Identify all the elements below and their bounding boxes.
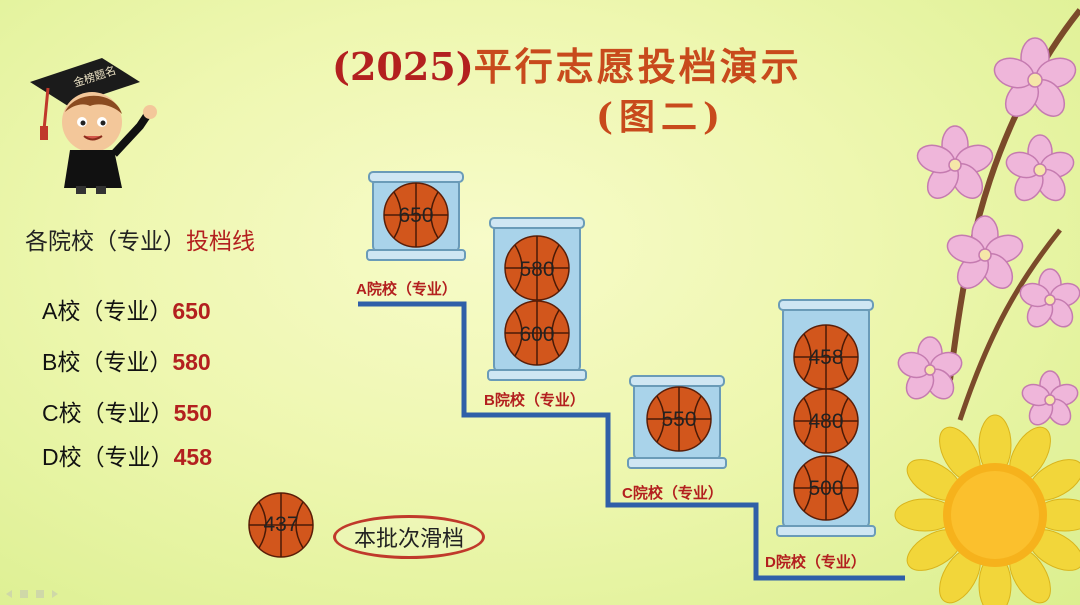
jar-label-b: B院校（专业） [484, 392, 585, 409]
graduate-mascot-icon: 金榜题名 [30, 58, 157, 194]
blossom-icon [1019, 268, 1080, 328]
cutoff-row-b: B校（专业）580 [42, 343, 211, 377]
ball-score: 580 [519, 258, 555, 281]
basketball-icon [646, 386, 712, 452]
blossom-icon [1005, 134, 1075, 202]
page-title: (2025)平行志愿投档演示 [332, 36, 892, 89]
basketball-icon [504, 235, 570, 301]
basketball-icon [793, 388, 859, 454]
ball-score: 600 [519, 323, 555, 346]
title-text: 平行志愿投档演示 [473, 44, 802, 89]
blossom-icon [897, 336, 963, 400]
cherry-blossom-icons [897, 37, 1080, 426]
cutoff-heading: 各院校（专业）投档线 [25, 222, 255, 256]
slide-nav-icons [6, 590, 58, 598]
jar-label-a: A院校（专业） [356, 281, 457, 298]
ball-score: 550 [661, 408, 697, 431]
slide-off-label: 本批次滑档 [333, 515, 485, 559]
title-year: (2025) [332, 44, 474, 89]
cutoff-row-d: D校（专业）458 [42, 438, 212, 472]
jar-label-d: D院校（专业） [765, 554, 866, 571]
basketball-icon [248, 492, 314, 558]
cutoff-score: 550 [173, 400, 212, 426]
cutoff-name: D校（专业） [42, 444, 174, 470]
blossom-icon [1021, 370, 1079, 426]
current-score: 437 [263, 513, 299, 536]
ball-score: 500 [808, 477, 844, 500]
ball-score: 650 [398, 204, 434, 227]
cutoff-heading-text: 各院校（专业） [25, 228, 186, 254]
cutoff-score: 650 [172, 298, 211, 324]
cutoff-name: A校（专业） [42, 298, 173, 324]
basketball-icon [504, 300, 570, 366]
sunflower-icon [894, 414, 1080, 605]
cutoff-name: C校（专业） [42, 400, 174, 426]
cutoff-name: B校（专业） [42, 349, 173, 375]
jar-label-c: C院校（专业） [622, 485, 723, 502]
cutoff-heading-highlight: 投档线 [186, 228, 255, 254]
blossom-icon [993, 37, 1077, 117]
branch-icon [957, 228, 1062, 421]
cutoff-score: 458 [173, 444, 212, 470]
blossom-icon [946, 215, 1024, 289]
page-subtitle: (图二) [596, 96, 727, 138]
cutoff-row-a: A校（专业）650 [42, 292, 211, 326]
ball-score: 458 [808, 346, 844, 369]
ball-score: 480 [808, 410, 844, 433]
staircase-line [358, 301, 905, 581]
basketball-icon [793, 455, 859, 521]
blossom-icon [916, 125, 994, 199]
basketball-icon [383, 182, 449, 248]
cutoff-score: 580 [172, 349, 211, 375]
cutoff-row-c: C校（专业）550 [42, 394, 212, 428]
